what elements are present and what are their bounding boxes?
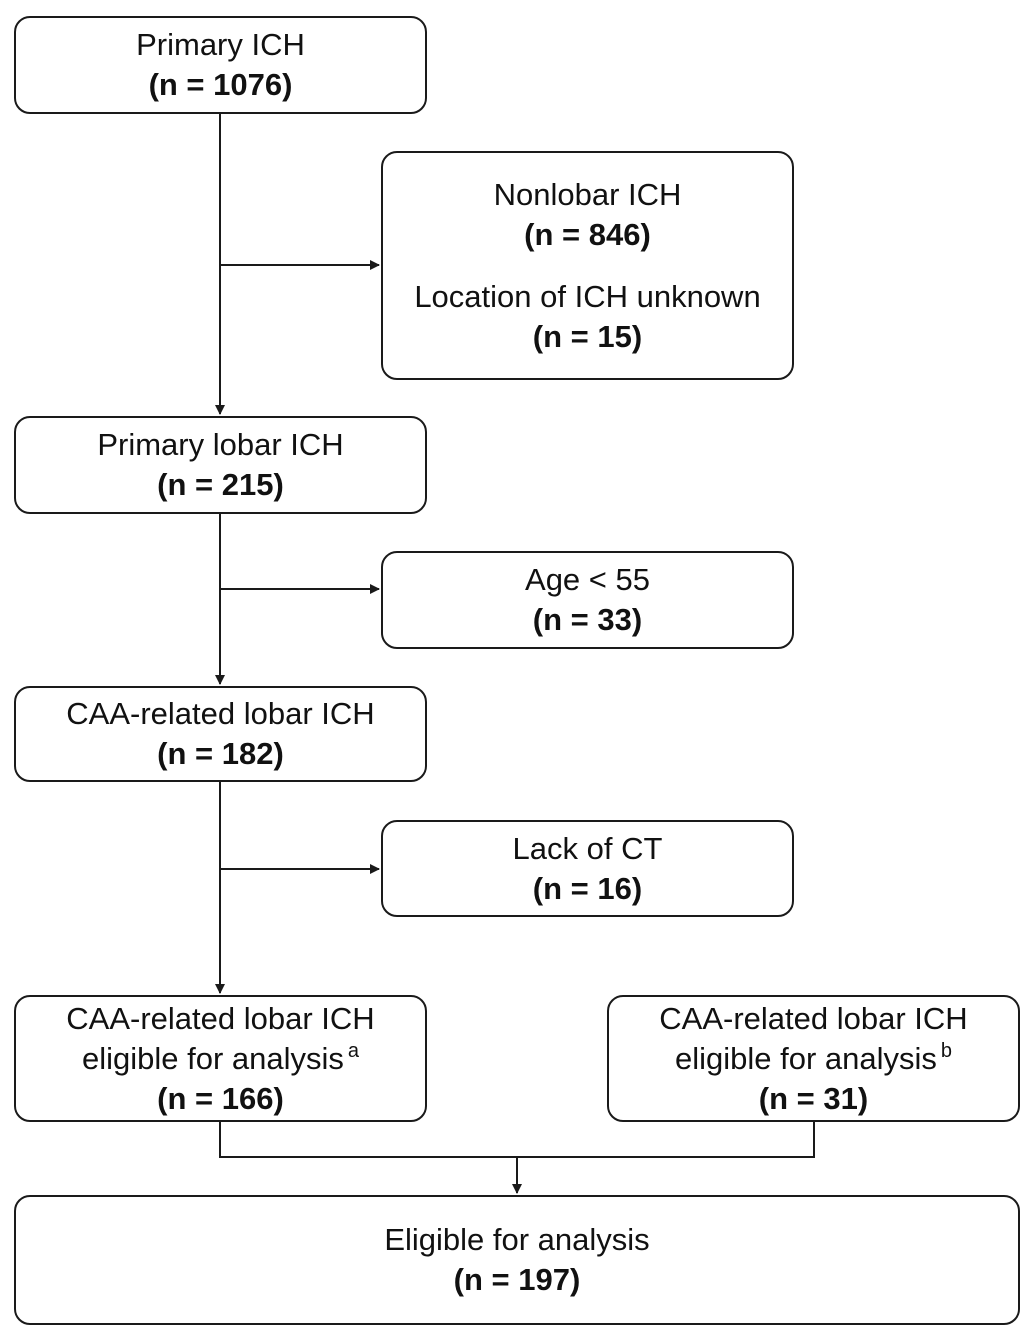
excluded-age-box: Age < 55 (n = 33) [381, 551, 794, 649]
eligible-a-line1: CAA-related lobar ICH [66, 1000, 375, 1036]
eligible-a-box: CAA-related lobar ICH eligible for analy… [14, 995, 427, 1122]
eligible-b-line1: CAA-related lobar ICH [659, 1000, 968, 1036]
final-eligible-count: (n = 197) [453, 1262, 581, 1297]
excluded-ct-box: Lack of CT (n = 16) [381, 820, 794, 917]
age-count: (n = 33) [532, 602, 643, 637]
caa-lobar-label: CAA-related lobar ICH [66, 696, 375, 731]
eligible-b-count: (n = 31) [758, 1080, 869, 1116]
primary-ich-box: Primary ICH (n = 1076) [14, 16, 427, 114]
primary-lobar-count: (n = 215) [157, 467, 284, 502]
eligible-b-box: CAA-related lobar ICH eligible for analy… [607, 995, 1020, 1122]
caa-lobar-count: (n = 182) [157, 736, 284, 771]
location-unknown-count: (n = 15) [532, 318, 643, 354]
eligible-b-line2: eligible for analysis [674, 1040, 937, 1076]
eligible-b-footnote: b [940, 1039, 953, 1062]
primary-ich-label: Primary ICH [136, 27, 305, 62]
final-eligible-label: Eligible for analysis [384, 1222, 650, 1257]
final-eligible-box: Eligible for analysis (n = 197) [14, 1195, 1020, 1325]
nonlobar-count: (n = 846) [524, 216, 651, 252]
primary-lobar-box: Primary lobar ICH (n = 215) [14, 416, 427, 514]
primary-ich-count: (n = 1076) [148, 67, 293, 102]
nonlobar-label: Nonlobar ICH [493, 176, 682, 212]
eligible-a-footnote: a [347, 1039, 360, 1062]
age-label: Age < 55 [525, 562, 650, 597]
location-unknown-label: Location of ICH unknown [414, 278, 761, 314]
lack-ct-count: (n = 16) [532, 870, 643, 906]
merge-line [219, 1122, 815, 1158]
lack-ct-label: Lack of CT [512, 830, 663, 866]
primary-lobar-label: Primary lobar ICH [97, 427, 344, 462]
eligible-a-count: (n = 166) [157, 1080, 284, 1116]
eligible-a-line2: eligible for analysis [81, 1040, 344, 1076]
caa-lobar-box: CAA-related lobar ICH (n = 182) [14, 686, 427, 782]
excluded-nonlobar-box: Nonlobar ICH (n = 846) Location of ICH u… [381, 151, 794, 380]
